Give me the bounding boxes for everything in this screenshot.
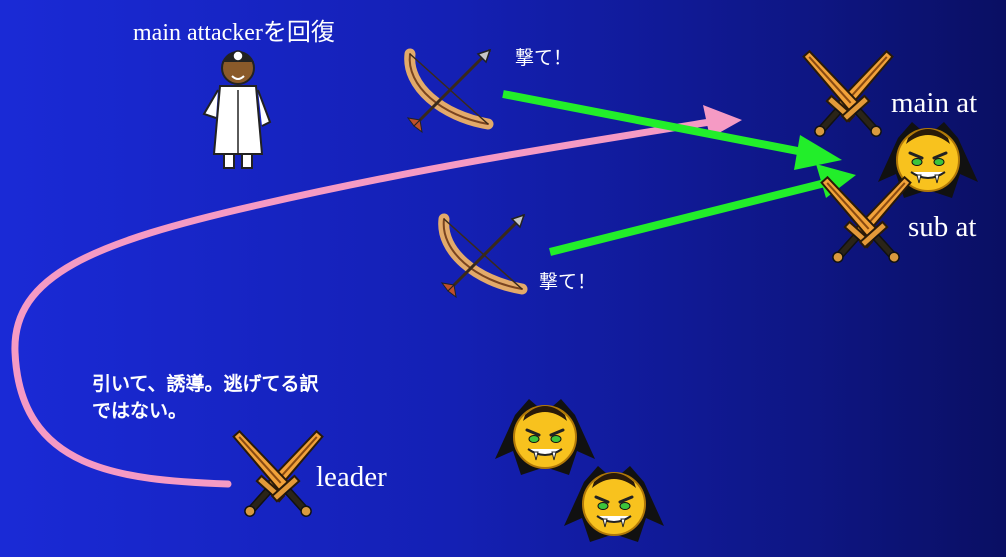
crossed-swords-icon [795,44,900,145]
shot-arrowhead-top [794,135,842,170]
sub-attacker-label: sub at [908,211,977,243]
doctor-icon [203,50,271,169]
shot-arrow-bottom [549,179,826,256]
vampire-face-icon [562,464,666,544]
shoot-label-top: 撃て！ [515,47,573,69]
shot-arrow-top [502,90,809,157]
lure-note: 引いて、誘導。逃げてる訳 ではない。 [92,371,402,425]
lure-note-line-2: ではない。 [92,400,188,422]
shot-arrowhead-bottom [816,164,856,198]
bow-and-arrow-icon [442,215,524,297]
main-attacker-label: main at [891,87,978,119]
healer-label: main attackerを回復 [133,20,335,46]
crossed-swords-icon [225,424,330,525]
lure-arrowhead [703,105,742,138]
vampire-face-icon [493,397,597,477]
vampire-face-icon [876,120,980,200]
leader-label: leader [316,461,387,493]
bow-and-arrow-icon [408,50,490,132]
crossed-swords-icon [813,170,918,271]
lure-path [11,118,714,488]
shoot-label-bottom: 撃て！ [539,271,597,293]
lure-note-line-1: 引いて、誘導。逃げてる訳 [92,373,319,395]
